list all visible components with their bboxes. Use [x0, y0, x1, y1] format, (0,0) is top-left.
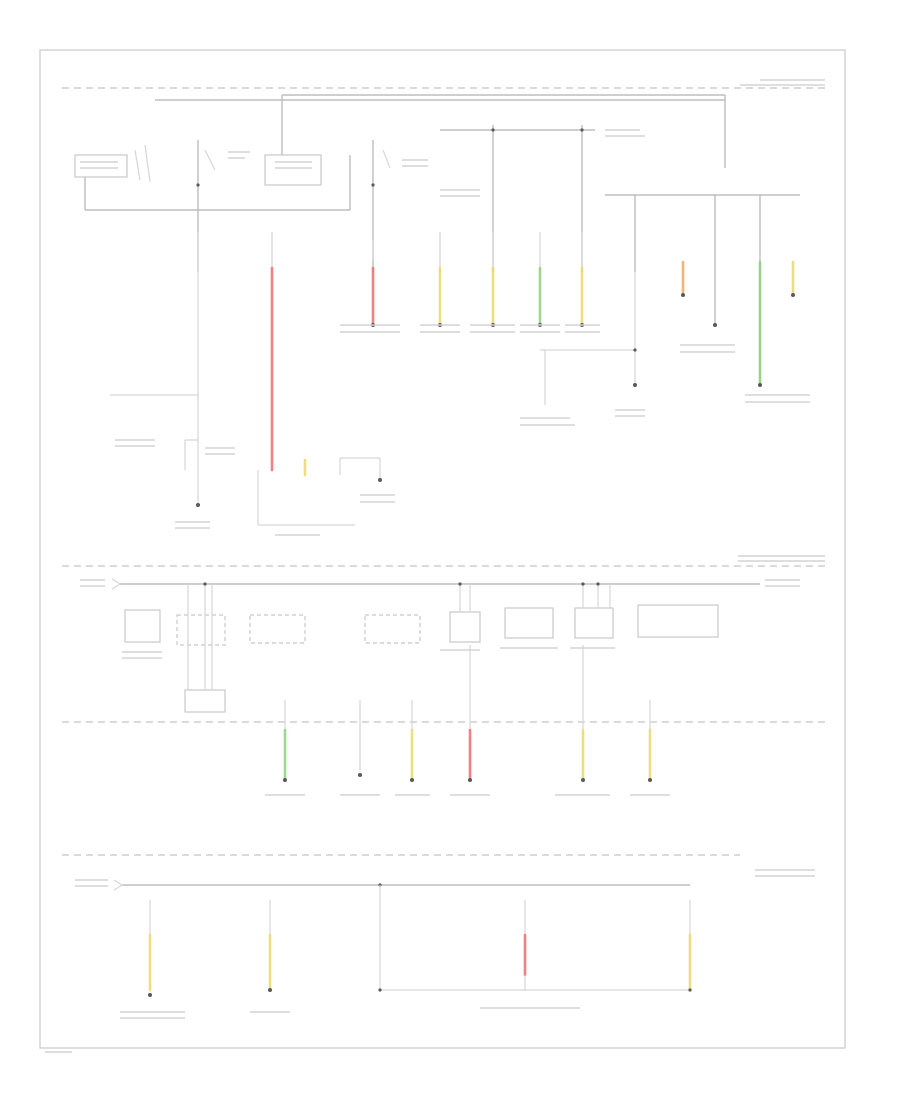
diagram-frame — [39, 49, 846, 1049]
illegible-labels — [45, 79, 825, 1053]
terminal-node — [713, 323, 717, 327]
terminal-node — [758, 383, 762, 387]
module-box — [364, 614, 421, 644]
terminal-node — [378, 478, 382, 482]
junction-node — [596, 582, 600, 586]
junction-node — [196, 183, 200, 187]
module-box — [176, 614, 226, 646]
junction-node — [203, 582, 207, 586]
module-box — [574, 607, 614, 639]
junction-node — [633, 348, 637, 352]
terminal-node — [410, 778, 414, 782]
section-bottom-bus — [113, 879, 692, 997]
section-middle-bus — [111, 578, 760, 782]
terminal-node — [581, 778, 585, 782]
relay-box — [264, 154, 322, 186]
junction-node — [580, 128, 584, 132]
module-box — [124, 609, 161, 643]
junction-node — [581, 582, 585, 586]
section-top-bus — [74, 94, 800, 526]
module-box — [504, 607, 554, 639]
terminal-node — [358, 773, 362, 777]
terminal-node — [268, 988, 272, 992]
module-box — [637, 604, 719, 638]
junction-node — [491, 128, 495, 132]
junction-node — [458, 582, 462, 586]
terminal-node — [681, 293, 685, 297]
module-box — [184, 689, 226, 713]
terminal-node — [148, 993, 152, 997]
terminal-node — [196, 503, 200, 507]
junction-node — [378, 988, 382, 992]
terminal-node — [633, 383, 637, 387]
terminal-node — [283, 778, 287, 782]
terminal-node — [468, 778, 472, 782]
module-box — [449, 611, 481, 643]
terminal-node — [791, 293, 795, 297]
module-box — [249, 614, 306, 644]
junction-node — [371, 183, 375, 187]
terminal-node — [648, 778, 652, 782]
junction-node — [688, 988, 692, 992]
left-relay-box — [74, 154, 128, 178]
